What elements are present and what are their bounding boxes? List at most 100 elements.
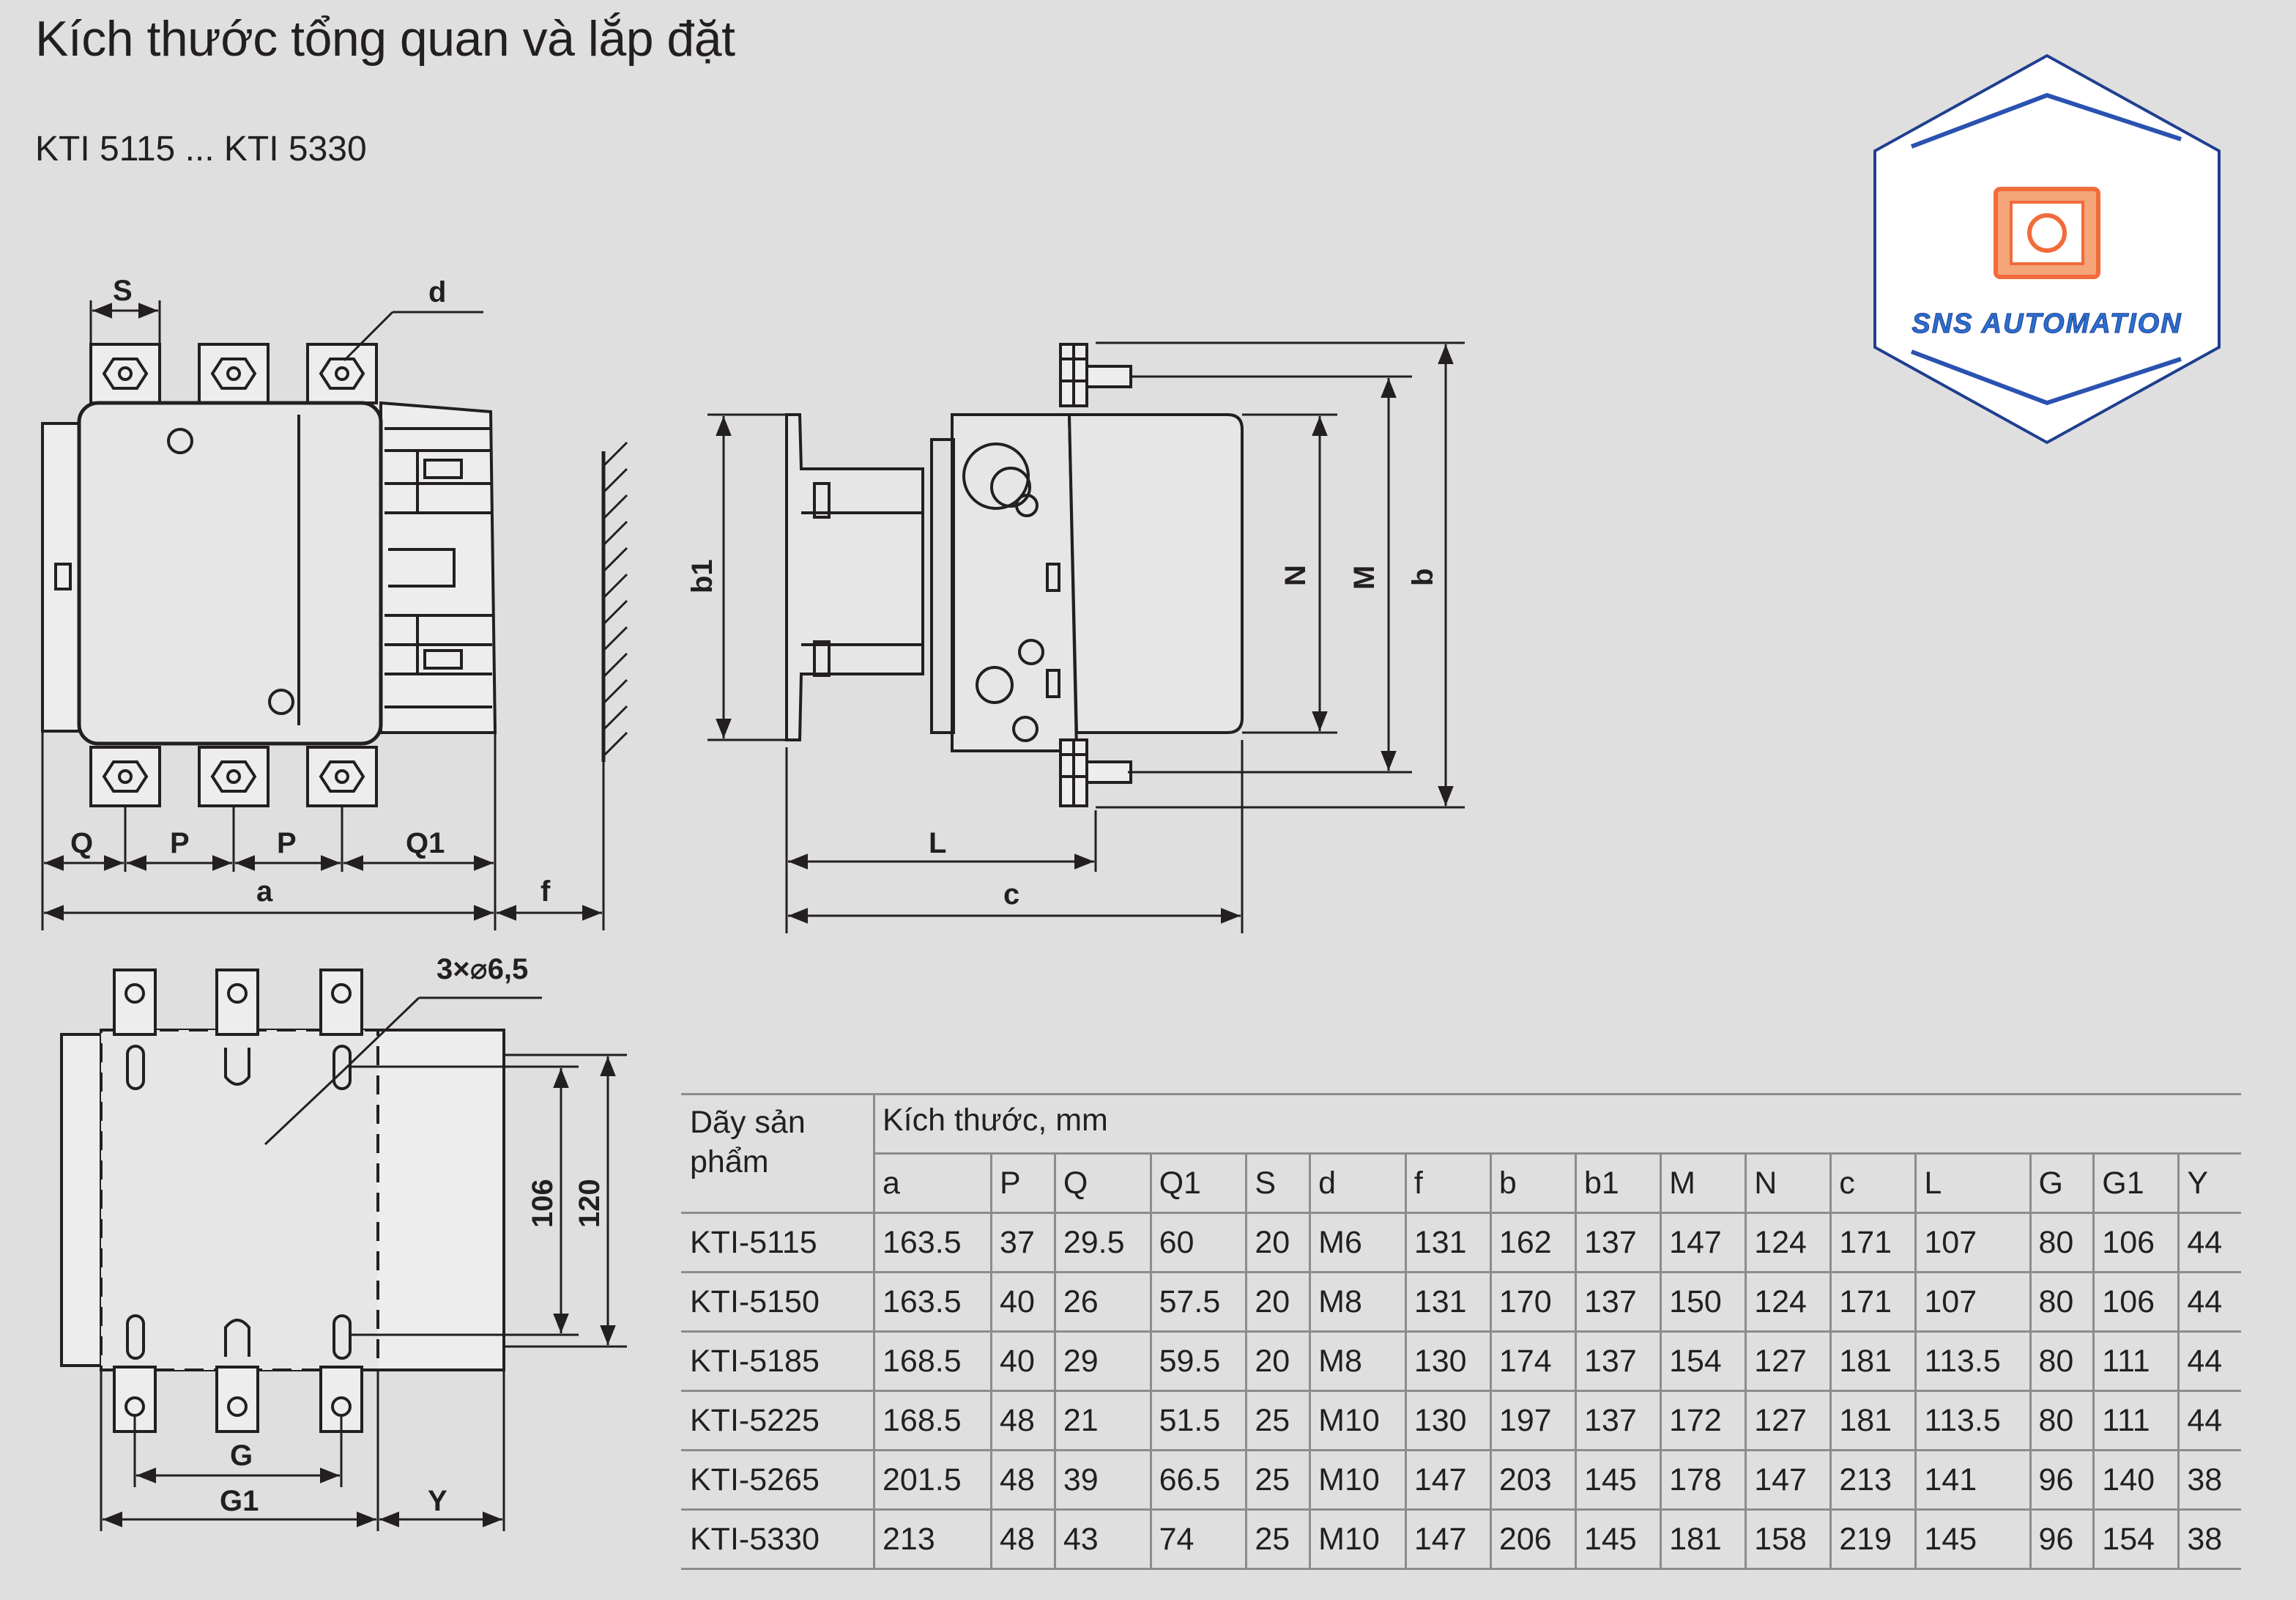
sns-automation-logo: SNS AUTOMATION	[1868, 51, 2226, 447]
label-Q1: Q1	[406, 827, 445, 859]
value-cell: 80	[2029, 1272, 2094, 1333]
column-header-b1: b1	[1574, 1153, 1661, 1214]
value-cell: 29.5	[1053, 1212, 1151, 1273]
value-cell: 158	[1745, 1509, 1831, 1570]
value-cell: 59.5	[1149, 1331, 1247, 1392]
value-cell: 51.5	[1149, 1390, 1247, 1451]
value-cell: 150	[1660, 1272, 1746, 1333]
model-cell: KTI-5150	[681, 1272, 874, 1333]
model-cell: KTI-5115	[681, 1212, 874, 1273]
value-cell: 29	[1053, 1331, 1151, 1392]
value-cell: 197	[1489, 1390, 1576, 1451]
value-cell: M8	[1309, 1272, 1406, 1333]
model-range: KTI 5115 ... KTI 5330	[35, 130, 367, 168]
column-header-m: M	[1660, 1153, 1746, 1214]
label-G1: G1	[220, 1485, 259, 1517]
column-header-b: b	[1489, 1153, 1576, 1214]
value-cell: 80	[2029, 1212, 2094, 1273]
value-cell: 66.5	[1149, 1450, 1247, 1511]
value-cell: 113.5	[1914, 1331, 2030, 1392]
value-cell: 178	[1660, 1450, 1746, 1511]
value-cell: 44	[2177, 1212, 2241, 1273]
value-cell: 25	[1245, 1390, 1310, 1451]
label-f: f	[540, 875, 551, 908]
side-view	[785, 343, 1244, 807]
value-cell: 37	[990, 1212, 1055, 1273]
logo-text: SNS AUTOMATION	[1912, 308, 2182, 339]
value-cell: 80	[2029, 1390, 2094, 1451]
value-cell: 213	[1829, 1450, 1916, 1511]
model-cell: KTI-5225	[681, 1390, 874, 1451]
value-cell: M10	[1309, 1450, 1406, 1511]
label-106: 106	[527, 1179, 559, 1228]
label-M: M	[1348, 566, 1381, 590]
value-cell: 137	[1574, 1390, 1661, 1451]
value-cell: 145	[1914, 1509, 2030, 1570]
value-cell: M10	[1309, 1390, 1406, 1451]
value-cell: 203	[1489, 1450, 1576, 1511]
value-cell: 39	[1053, 1450, 1151, 1511]
value-cell: 141	[1914, 1450, 2030, 1511]
value-cell: 106	[2092, 1272, 2179, 1333]
value-cell: 113.5	[1914, 1390, 2030, 1451]
label-P1: P	[170, 827, 190, 859]
value-cell: 219	[1829, 1509, 1916, 1570]
value-cell: 48	[990, 1450, 1055, 1511]
value-cell: 171	[1829, 1212, 1916, 1273]
value-cell: 181	[1660, 1509, 1746, 1570]
value-cell: 171	[1829, 1272, 1916, 1333]
value-cell: 111	[2092, 1331, 2179, 1392]
value-cell: 147	[1660, 1212, 1746, 1273]
column-header-q1: Q1	[1149, 1153, 1247, 1214]
value-cell: 131	[1404, 1212, 1491, 1273]
label-c: c	[1003, 878, 1019, 911]
column-header-d: d	[1309, 1153, 1406, 1214]
value-cell: 111	[2092, 1390, 2179, 1451]
label-P2: P	[277, 827, 297, 859]
value-cell: 131	[1404, 1272, 1491, 1333]
label-d: d	[428, 276, 446, 308]
mounting-dimensions	[100, 996, 627, 1531]
value-cell: 206	[1489, 1509, 1576, 1570]
label-120: 120	[573, 1179, 606, 1228]
value-cell: 145	[1574, 1450, 1661, 1511]
column-header-l: L	[1914, 1153, 2030, 1214]
value-cell: 124	[1745, 1272, 1831, 1333]
column-header-a: a	[872, 1153, 992, 1214]
model-cell: KTI-5265	[681, 1450, 874, 1511]
value-cell: 201.5	[872, 1450, 992, 1511]
page-title: Kích thước tổng quan và lắp đặt	[35, 11, 735, 67]
value-cell: 107	[1914, 1212, 2030, 1273]
column-header-p: P	[990, 1153, 1055, 1214]
value-cell: 181	[1829, 1331, 1916, 1392]
label-S: S	[113, 275, 133, 307]
value-cell: 174	[1489, 1331, 1576, 1392]
value-cell: 162	[1489, 1212, 1576, 1273]
label-Q: Q	[70, 827, 93, 859]
value-cell: 147	[1745, 1450, 1831, 1511]
value-cell: 21	[1053, 1390, 1151, 1451]
column-header-s: S	[1245, 1153, 1310, 1214]
value-cell: 147	[1404, 1509, 1491, 1570]
value-cell: 48	[990, 1509, 1055, 1570]
value-cell: 168.5	[872, 1390, 992, 1451]
value-cell: M8	[1309, 1331, 1406, 1392]
column-header-n: N	[1745, 1153, 1831, 1214]
value-cell: 40	[990, 1331, 1055, 1392]
value-cell: 127	[1745, 1390, 1831, 1451]
value-cell: 140	[2092, 1450, 2179, 1511]
value-cell: 43	[1053, 1509, 1151, 1570]
column-header-g1: G1	[2092, 1153, 2179, 1214]
value-cell: 137	[1574, 1272, 1661, 1333]
value-cell: 172	[1660, 1390, 1746, 1451]
front-view	[41, 343, 628, 807]
value-cell: 20	[1245, 1331, 1310, 1392]
